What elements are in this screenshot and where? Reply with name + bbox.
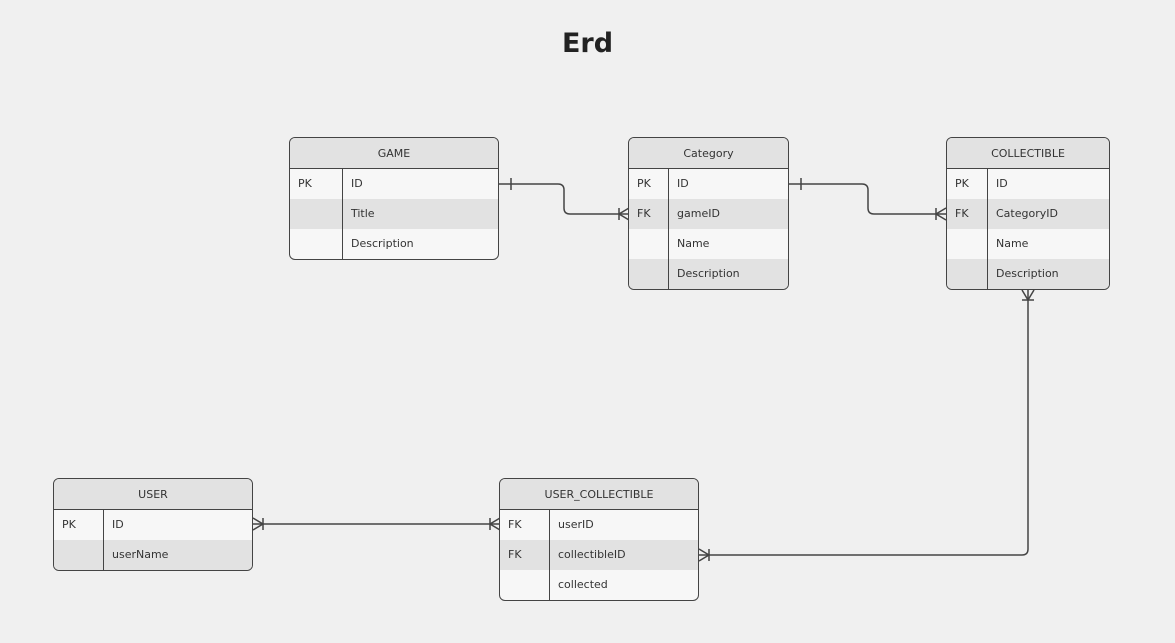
key-cell: PK [54, 510, 104, 540]
entity-header: GAME [290, 138, 498, 169]
key-cell [629, 259, 669, 289]
field-cell: collectibleID [558, 548, 626, 561]
entity-row: Title [290, 199, 498, 229]
entity-row: FK collectibleID [500, 540, 698, 570]
key-cell: FK [500, 510, 550, 540]
key-cell [947, 259, 988, 289]
entity-row: userName [54, 540, 252, 570]
entity-row: Name [947, 229, 1109, 259]
field-cell: userID [558, 518, 594, 531]
key-cell: FK [947, 199, 988, 229]
entity-row: Description [290, 229, 498, 259]
entity-row: collected [500, 570, 698, 600]
entity-header: COLLECTIBLE [947, 138, 1109, 169]
entity-row: FK CategoryID [947, 199, 1109, 229]
key-cell [290, 229, 343, 259]
key-cell: PK [629, 169, 669, 199]
entity-row: PK ID [290, 169, 498, 199]
entity-collectible[interactable]: COLLECTIBLE PK ID FK CategoryID Name Des… [946, 137, 1110, 290]
entity-game[interactable]: GAME PK ID Title Description [289, 137, 499, 260]
field-cell: ID [677, 177, 689, 190]
entity-row: PK ID [947, 169, 1109, 199]
relationship-game-category [499, 183, 629, 215]
entity-row: PK ID [629, 169, 788, 199]
entity-category[interactable]: Category PK ID FK gameID Name Descriptio… [628, 137, 789, 290]
entity-row: Description [629, 259, 788, 289]
key-cell: PK [947, 169, 988, 199]
entity-user-collectible[interactable]: USER_COLLECTIBLE FK userID FK collectibl… [499, 478, 699, 601]
entity-row: PK ID [54, 510, 252, 540]
entity-row: Name [629, 229, 788, 259]
field-cell: Name [677, 237, 710, 250]
entity-row: FK gameID [629, 199, 788, 229]
entity-header: USER [54, 479, 252, 510]
key-cell [290, 199, 343, 229]
key-cell [500, 570, 550, 600]
field-cell: Title [351, 207, 375, 220]
field-cell: gameID [677, 207, 720, 220]
key-cell: FK [629, 199, 669, 229]
relationship-collectible-usercollectible [699, 290, 1029, 556]
field-cell: userName [112, 548, 169, 561]
entity-row: Description [947, 259, 1109, 289]
key-cell: PK [290, 169, 343, 199]
key-cell [947, 229, 988, 259]
relationship-category-collectible [789, 183, 946, 215]
entity-header: USER_COLLECTIBLE [500, 479, 698, 510]
field-cell: Description [351, 237, 414, 250]
field-cell: ID [996, 177, 1008, 190]
diagram-title: Erd [561, 28, 614, 59]
field-cell: ID [112, 518, 124, 531]
key-cell [629, 229, 669, 259]
field-cell: Description [677, 267, 740, 280]
key-cell [54, 540, 104, 570]
field-cell: CategoryID [996, 207, 1058, 220]
key-cell: FK [500, 540, 550, 570]
field-cell: collected [558, 578, 608, 591]
field-cell: Description [996, 267, 1059, 280]
field-cell: ID [351, 177, 363, 190]
entity-user[interactable]: USER PK ID userName [53, 478, 253, 571]
entity-row: FK userID [500, 510, 698, 540]
field-cell: Name [996, 237, 1029, 250]
entity-header: Category [629, 138, 788, 169]
